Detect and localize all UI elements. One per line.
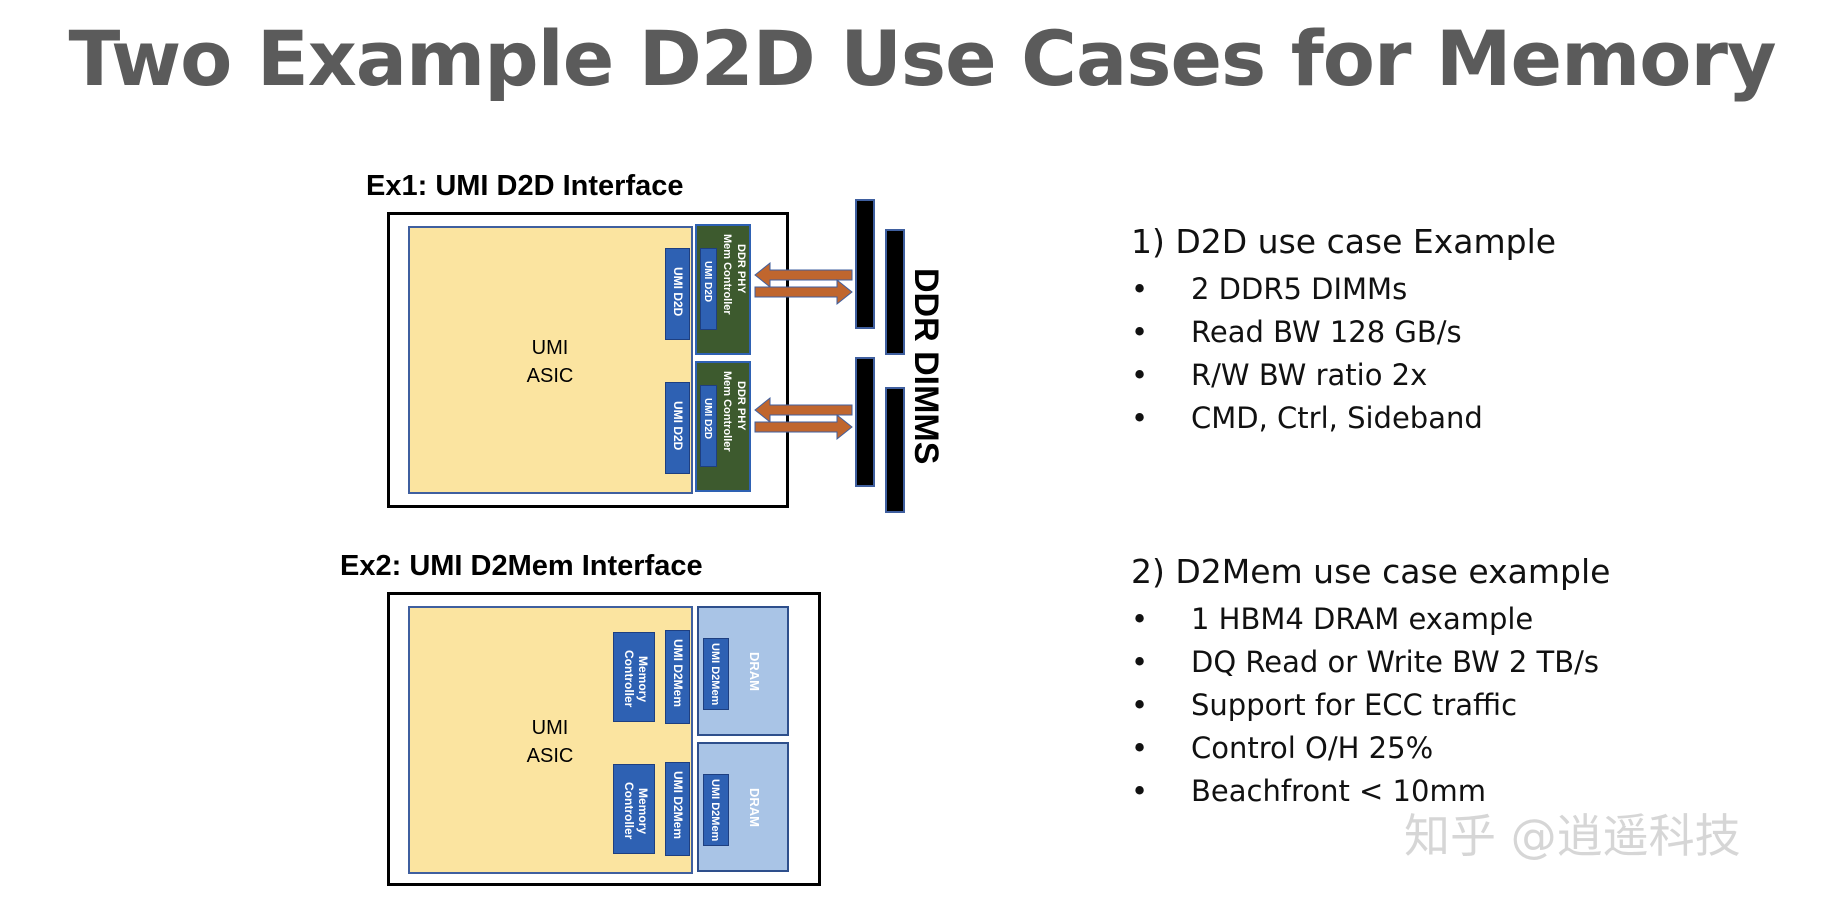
- ex2-memory-controller-label-bottom: Memory Controller: [622, 782, 650, 840]
- ex1-umi-d2d-label-top: UMI D2D: [671, 267, 685, 317]
- bullet-text: DQ Read or Write BW 2 TB/s: [1191, 645, 1600, 679]
- ex2-memory-controller-top: Memory Controller: [613, 632, 655, 722]
- ex2-memory-controller-label-top: Memory Controller: [622, 650, 650, 708]
- ex1-ddr-phy-block-bottom: DDR PHY Mem Controller UMI D2D: [695, 361, 751, 492]
- dimm-2: [885, 229, 905, 355]
- bullet-dot: •: [1131, 272, 1149, 306]
- ex2-umi-d2mem-block-top: UMI D2Mem: [665, 630, 690, 724]
- ex1-phy-d2d-top: UMI D2D: [700, 248, 717, 330]
- ex1-asic-line1: UMI: [531, 337, 569, 359]
- ex2-memory-controller-bottom: Memory Controller: [613, 764, 655, 854]
- bullet-dot: •: [1131, 645, 1149, 679]
- ex2-asic-line1: UMI: [531, 717, 569, 739]
- bullet-dot: •: [1131, 401, 1149, 435]
- ex2-dram-d2mem-bottom: UMI D2Mem: [703, 774, 729, 846]
- dimm-1: [855, 199, 875, 329]
- ex2-dram-label-top: DRAM: [747, 652, 762, 691]
- ex2-label: Ex2: UMI D2Mem Interface: [340, 550, 703, 582]
- bullet-text: CMD, Ctrl, Sideband: [1191, 401, 1483, 435]
- ex2-dram-d2mem-label-top: UMI D2Mem: [709, 643, 721, 706]
- ex2-dram-bottom: DRAM UMI D2Mem: [697, 742, 789, 872]
- ex1-ddr-phy-block-top: DDR PHY Mem Controller UMI D2D: [695, 224, 751, 355]
- dimm-3: [855, 357, 875, 487]
- ex1-phy-line1-bottom: DDR PHY: [735, 381, 747, 431]
- bullet-text: 1 HBM4 DRAM example: [1191, 602, 1534, 636]
- ex2-dram-d2mem-top: UMI D2Mem: [703, 638, 729, 710]
- ex1-phy-line2-bottom: Mem Controller: [721, 371, 733, 452]
- dimm-4: [885, 387, 905, 513]
- page-title: Two Example D2D Use Cases for Memory: [68, 14, 1776, 103]
- bullet-dot: •: [1131, 731, 1149, 765]
- bullet-text: Beachfront < 10mm: [1191, 774, 1486, 808]
- ex2-dram-top: DRAM UMI D2Mem: [697, 606, 789, 736]
- bullet-text: Control O/H 25%: [1191, 731, 1434, 765]
- bullet-dot: •: [1131, 358, 1149, 392]
- ddr-dimms-label: DDR DIMMS: [907, 268, 945, 465]
- ex1-phy-line1-top: DDR PHY: [735, 244, 747, 294]
- bullet-text: Support for ECC traffic: [1191, 688, 1518, 722]
- ex2-asic-line2: ASIC: [526, 745, 574, 767]
- bullet-text: R/W BW ratio 2x: [1191, 358, 1428, 392]
- ex2-umi-d2mem-label-bottom: UMI D2Mem: [671, 771, 685, 840]
- ex2-umi-d2mem-label-top: UMI D2Mem: [671, 639, 685, 708]
- ex1-umi-d2d-label-bottom: UMI D2D: [671, 401, 685, 451]
- bullet-dot: •: [1131, 688, 1149, 722]
- ex2-umi-d2mem-block-bottom: UMI D2Mem: [665, 762, 690, 856]
- ex1-label: Ex1: UMI D2D Interface: [366, 170, 684, 202]
- watermark: 知乎 @逍遥科技: [1404, 809, 1741, 863]
- arrow-right-top: [754, 278, 853, 306]
- use-case2-heading: 2) D2Mem use case example: [1131, 552, 1611, 591]
- bullet-dot: •: [1131, 602, 1149, 636]
- bullet-text: 2 DDR5 DIMMs: [1191, 272, 1408, 306]
- arrow-right-bottom: [754, 413, 853, 441]
- arrow-left-top: [754, 261, 853, 289]
- ex1-phy-line2-top: Mem Controller: [721, 234, 733, 315]
- bullet-text: Read BW 128 GB/s: [1191, 315, 1462, 349]
- arrow-left-bottom: [754, 396, 853, 424]
- use-case1-heading: 1) D2D use case Example: [1131, 222, 1557, 261]
- ex2-asic-label: UMI ASIC: [500, 714, 600, 770]
- ex1-phy-d2d-label-bottom: UMI D2D: [702, 398, 713, 440]
- ex1-asic-block: [408, 226, 693, 494]
- ex1-umi-d2d-block-top: UMI D2D: [665, 248, 690, 340]
- ex1-phy-d2d-label-top: UMI D2D: [702, 261, 713, 303]
- ex1-phy-d2d-bottom: UMI D2D: [700, 385, 717, 467]
- ex1-asic-line2: ASIC: [526, 365, 574, 387]
- bullet-dot: •: [1131, 315, 1149, 349]
- ex2-dram-label-bottom: DRAM: [747, 788, 762, 827]
- ex1-umi-d2d-block-bottom: UMI D2D: [665, 382, 690, 474]
- ex2-dram-d2mem-label-bottom: UMI D2Mem: [709, 779, 721, 842]
- ex1-asic-label: UMI ASIC: [500, 334, 600, 390]
- bullet-dot: •: [1131, 774, 1149, 808]
